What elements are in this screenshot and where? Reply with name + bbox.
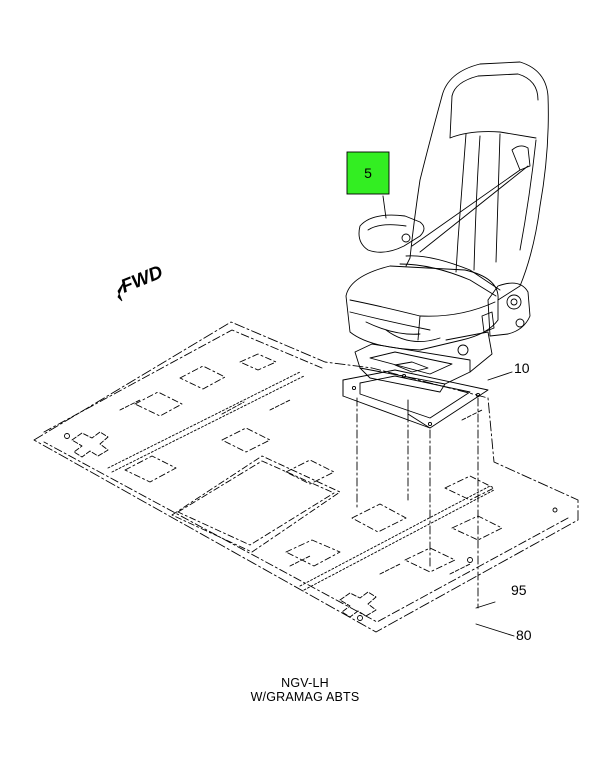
armrest <box>358 214 425 253</box>
highlight-box <box>346 151 390 195</box>
seat-side-mechanism <box>481 282 531 337</box>
leader-lines <box>382 195 513 381</box>
bolt-assembly <box>475 601 515 637</box>
callout-number-bolt-upper[interactable]: 95 <box>511 582 527 598</box>
seat-suspension <box>354 331 493 393</box>
callout-seat[interactable]: 5 <box>346 151 390 195</box>
seatbelt <box>399 145 531 297</box>
floor-panel <box>33 321 579 633</box>
seat-base-riser <box>342 369 489 429</box>
caption-variant: W/GRAMAG ABTS <box>250 690 360 704</box>
callout-number-base[interactable]: 10 <box>514 360 530 376</box>
arrow-icon <box>117 281 125 302</box>
caption-model: NGV-LH <box>281 676 329 690</box>
seat-back <box>405 61 549 301</box>
mounting-projection-lines <box>356 397 479 609</box>
seat-cushion <box>345 265 499 351</box>
forward-direction-marker: FWD <box>117 262 166 302</box>
fwd-label: FWD <box>118 262 166 298</box>
callout-number-seat: 5 <box>364 165 372 181</box>
callout-number-bolt-lower[interactable]: 80 <box>516 627 532 643</box>
